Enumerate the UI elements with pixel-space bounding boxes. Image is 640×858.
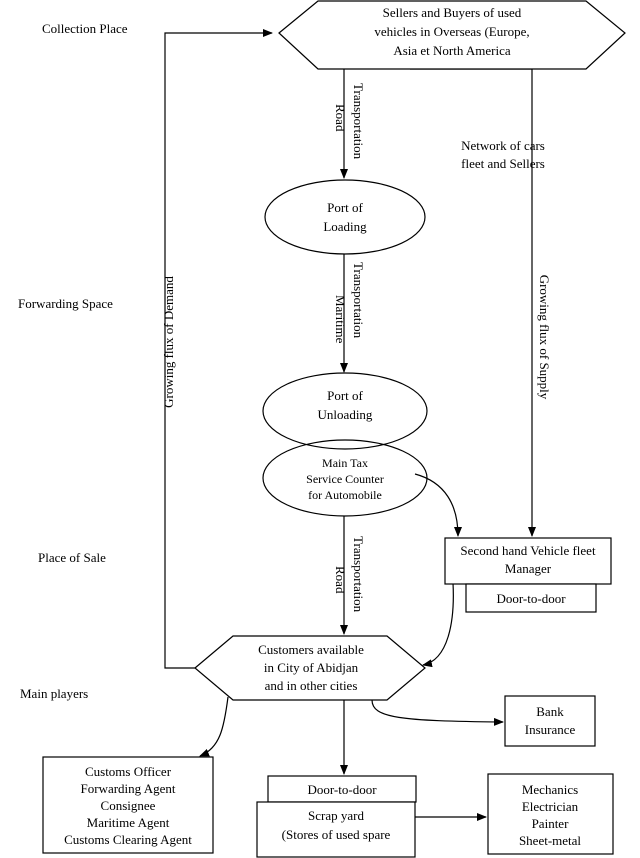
node-sellers-hexagon (278, 0, 626, 70)
node-door-to-door-fleet-label: Door-to-door (496, 591, 566, 606)
node-bank (504, 695, 596, 747)
node-scrap-yard-line-1: Scrap yard (308, 808, 364, 823)
edge-to-bank (371, 699, 504, 726)
node-tax-counter-line-3: for Automobile (308, 488, 382, 502)
node-fleet-manager-line-1: Second hand Vehicle fleet (460, 543, 596, 558)
edge-label-road-2-b: Transportation (351, 536, 366, 613)
node-mechanics-line-4: Sheet-metal (519, 833, 581, 848)
node-door-to-door-scrap (267, 775, 417, 803)
node-scrap-yard-line-2: (Stores of used spare (282, 827, 391, 842)
edge-demand-loop (164, 29, 273, 669)
node-customs-line-2: Forwarding Agent (81, 781, 176, 796)
edge-label-demand: Growing flux of Demand (161, 276, 176, 408)
node-door-to-door-scrap-label: Door-to-door (307, 782, 377, 797)
node-bank-line-2: Insurance (525, 722, 576, 737)
node-port-loading-line-1: Port of (327, 200, 363, 215)
node-customs-line-5: Customs Clearing Agent (64, 832, 192, 847)
node-mechanics-line-3: Painter (532, 816, 569, 831)
node-tax-counter-line-1: Main Tax (322, 456, 368, 470)
node-port-loading-line-2: Loading (323, 219, 367, 234)
edge-tax-to-fleet (414, 473, 462, 537)
node-door-to-door-fleet (465, 583, 597, 613)
edge-to-customs (199, 696, 229, 757)
node-mechanics-line-1: Mechanics (522, 782, 578, 797)
edge-label-road-1: Road (333, 104, 348, 132)
node-bank-line-1: Bank (536, 704, 564, 719)
node-customers-line-2: in City of Abidjan (264, 660, 359, 675)
edge-label-maritime-b: Transportation (351, 262, 366, 339)
node-sellers-line-2: vehicles in Overseas (Europe, (374, 24, 529, 39)
section-label-forwarding: Forwarding Space (18, 296, 113, 311)
node-customers-hexagon (194, 635, 426, 701)
edge-label-supply: Growing flux of Supply (537, 275, 552, 400)
node-customs (42, 756, 214, 854)
node-fleet-manager (444, 537, 612, 585)
node-sellers-line-3: Asia et North America (393, 43, 511, 58)
node-mechanics (487, 773, 614, 855)
node-port-loading (264, 179, 426, 255)
node-port-unloading (262, 372, 428, 450)
edge-fleet-to-customers (422, 582, 454, 668)
node-mechanics-line-2: Electrician (522, 799, 579, 814)
node-port-unloading-line-2: Unloading (318, 407, 373, 422)
node-fleet-manager-line-2: Manager (505, 561, 552, 576)
edge-label-road-2: Road (333, 566, 348, 594)
section-label-sale: Place of Sale (38, 550, 106, 565)
node-customers-line-1: Customers available (258, 642, 364, 657)
node-customers-line-3: and in other cities (265, 678, 358, 693)
node-sellers-line-1: Sellers and Buyers of used (383, 5, 522, 20)
node-scrap-yard (256, 801, 416, 858)
edge-label-road-1-b: Transportation (351, 83, 366, 160)
node-customs-line-3: Consignee (101, 798, 156, 813)
node-tax-counter (262, 439, 428, 517)
node-customs-line-4: Maritime Agent (87, 815, 170, 830)
edge-label-network-b: fleet and Sellers (461, 156, 545, 171)
node-port-unloading-line-1: Port of (327, 388, 363, 403)
edge-label-network: Network of cars (461, 138, 545, 153)
section-label-players: Main players (20, 686, 88, 701)
edge-label-maritime: Maritime (333, 295, 348, 344)
section-label-collection: Collection Place (42, 21, 128, 36)
node-tax-counter-line-2: Service Counter (306, 472, 384, 486)
node-customs-line-1: Customs Officer (85, 764, 172, 779)
